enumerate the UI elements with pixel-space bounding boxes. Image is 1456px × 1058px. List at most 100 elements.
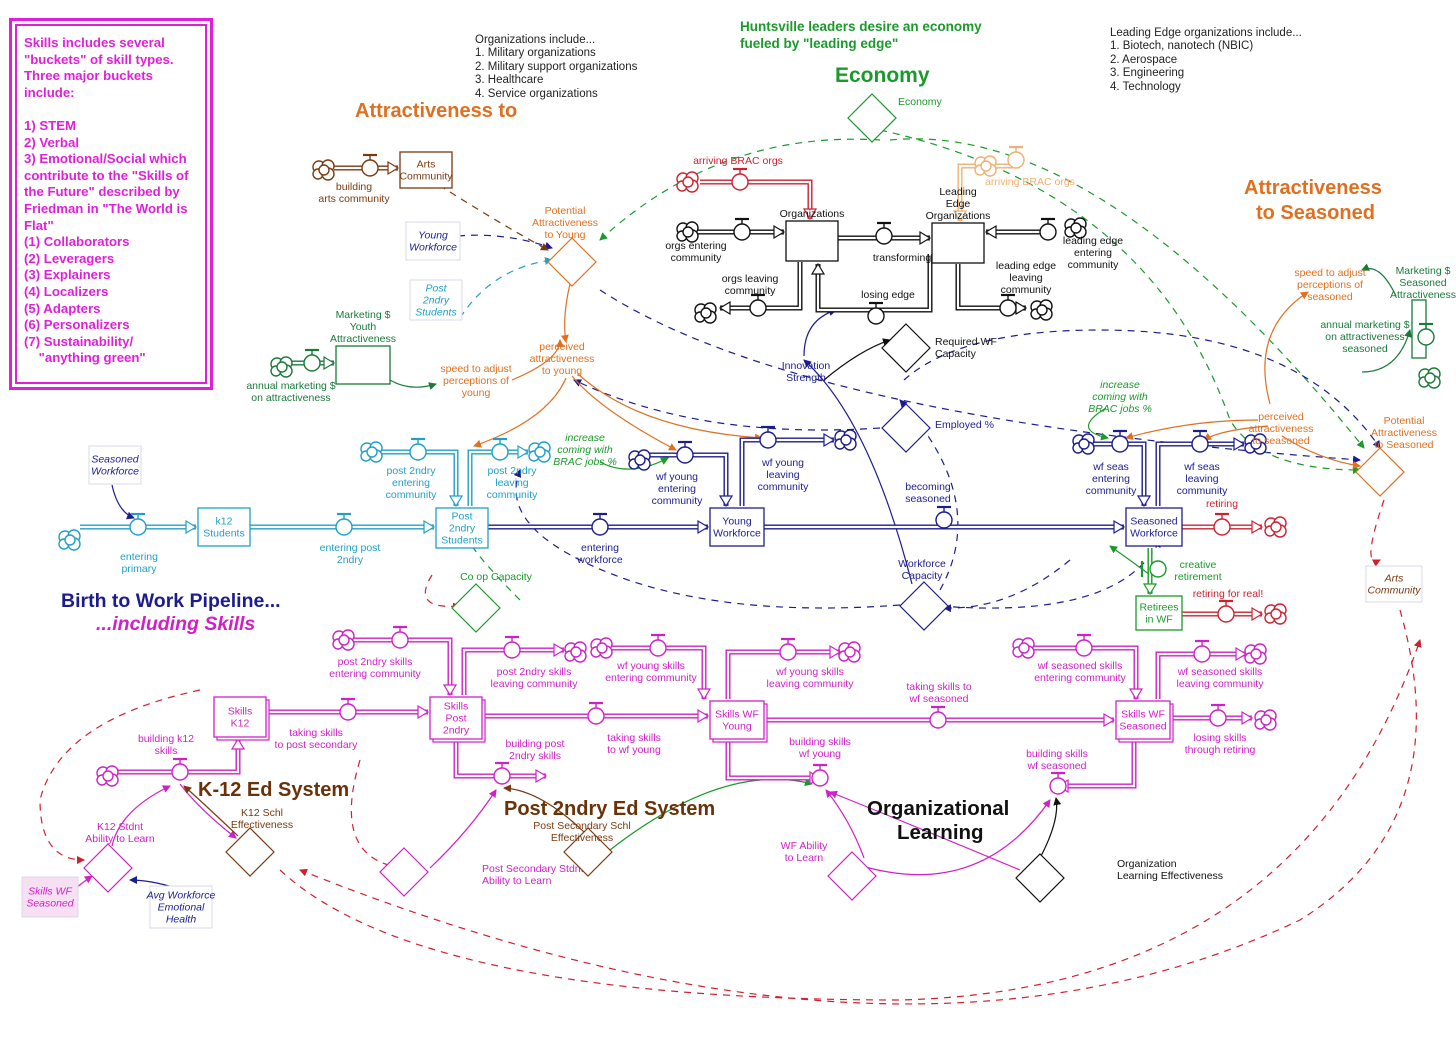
label-line: community bbox=[1068, 259, 1120, 271]
influence-link bbox=[111, 785, 171, 847]
label-line: Community bbox=[399, 171, 453, 183]
flow-valve bbox=[1007, 145, 1025, 169]
label-line: Young bbox=[418, 230, 448, 242]
cloud-source-sink bbox=[332, 629, 355, 651]
skills-box-line: contribute to the "Skills of bbox=[24, 167, 189, 183]
flow-valve bbox=[335, 512, 353, 536]
flow-pipe bbox=[1155, 646, 1248, 699]
label-line: coming with bbox=[1092, 391, 1148, 403]
stock-skills-wf-young bbox=[709, 700, 768, 743]
label-line: Retirees bbox=[1139, 602, 1178, 614]
flow-valve bbox=[867, 301, 885, 325]
flow-valve bbox=[591, 512, 609, 536]
label-line: 2ndry bbox=[422, 295, 450, 307]
label-line: entering bbox=[581, 542, 619, 554]
cloud-source-sink bbox=[974, 155, 997, 177]
label-line: K12 bbox=[231, 718, 250, 730]
stock-skills-wf-seasoned bbox=[1115, 700, 1174, 743]
label-line: Employed % bbox=[935, 419, 994, 431]
label-line: Post Secondary Schl bbox=[533, 820, 630, 832]
label-line: Organization bbox=[1117, 858, 1177, 870]
skills-box-line: Friedman in "The World is bbox=[24, 200, 188, 216]
label-line: wf young skills bbox=[616, 660, 685, 672]
influence-link bbox=[1109, 545, 1151, 576]
label-line: Seasoned bbox=[91, 454, 139, 466]
label-line: Arts bbox=[417, 159, 436, 171]
label-line: wf young bbox=[655, 471, 698, 483]
flow-label-retiring-for-real: retiring for real! bbox=[1193, 588, 1264, 600]
label-line: entering community bbox=[605, 672, 697, 684]
label-line: retiring for real! bbox=[1193, 588, 1264, 600]
flow-pipe bbox=[612, 645, 712, 701]
skills-box-line: Three major buckets bbox=[24, 68, 153, 84]
flow-valve bbox=[1049, 771, 1067, 795]
flow-valve bbox=[361, 153, 379, 177]
label-line: building skills bbox=[1026, 748, 1088, 760]
label-line: seasoned bbox=[905, 493, 951, 505]
feedback-link bbox=[573, 379, 881, 431]
label-line: wf young bbox=[798, 748, 841, 760]
flow-pipe bbox=[461, 642, 566, 695]
flow-label-arriving-brac-orgs-2: arriving BRAC orgs bbox=[985, 176, 1075, 188]
flow-pipe bbox=[952, 163, 1020, 223]
flow-pipe bbox=[718, 262, 803, 316]
label-line: Post bbox=[445, 713, 466, 725]
feedback-link bbox=[1370, 499, 1385, 567]
label-line: Attractiveness bbox=[330, 333, 396, 345]
flow-valve bbox=[1111, 429, 1129, 453]
cloud-source-sink bbox=[676, 221, 699, 243]
flow-pipe bbox=[1094, 441, 1152, 508]
label-line: WF Ability bbox=[781, 840, 828, 852]
label-line: 2ndry bbox=[443, 725, 470, 737]
flow-valve bbox=[759, 425, 777, 449]
flow-valve bbox=[999, 293, 1017, 317]
label-line: on attractiveness bbox=[251, 392, 330, 404]
influence-link bbox=[823, 338, 891, 381]
aux-label-co-op-capacity: Co op Capacity bbox=[460, 571, 533, 583]
label-line: Workforce bbox=[409, 242, 457, 254]
aux-co-op-capacity bbox=[451, 583, 501, 633]
label-line: leaving bbox=[1185, 473, 1218, 485]
flow-valve bbox=[493, 761, 511, 785]
cloud-source-sink bbox=[1264, 603, 1287, 625]
label-line: Seasoned bbox=[1119, 721, 1166, 733]
stock-k12-students bbox=[197, 507, 251, 547]
label-line: arriving BRAC orgs bbox=[985, 176, 1075, 188]
flow-label-annual-marketing-young: annual marketing $on attractiveness bbox=[246, 380, 335, 404]
stock-marketing-youth bbox=[335, 345, 391, 385]
label-line: Attractiveness bbox=[532, 217, 598, 229]
label-line: to wf young bbox=[607, 744, 661, 756]
flow-valve bbox=[779, 637, 797, 661]
flow-valve bbox=[171, 757, 189, 781]
label-line: in WF bbox=[1145, 614, 1172, 626]
flow-valve bbox=[749, 293, 767, 317]
aux-label-economy-aux: Economy bbox=[898, 96, 943, 108]
label-line: losing skills bbox=[1193, 732, 1246, 744]
flow-label-retiring: retiring bbox=[1206, 498, 1238, 510]
skills-box-line: (2) Leveragers bbox=[24, 250, 115, 266]
label-line: Co op Capacity bbox=[460, 571, 533, 583]
influence-link bbox=[829, 790, 1021, 871]
label-line: increase bbox=[1100, 379, 1140, 391]
influence-link bbox=[1361, 329, 1412, 373]
label-line: leading edge bbox=[1063, 235, 1123, 247]
label-line: wf young skills bbox=[775, 666, 844, 678]
label-line: arts community bbox=[318, 193, 390, 205]
flow-valve bbox=[503, 635, 521, 659]
